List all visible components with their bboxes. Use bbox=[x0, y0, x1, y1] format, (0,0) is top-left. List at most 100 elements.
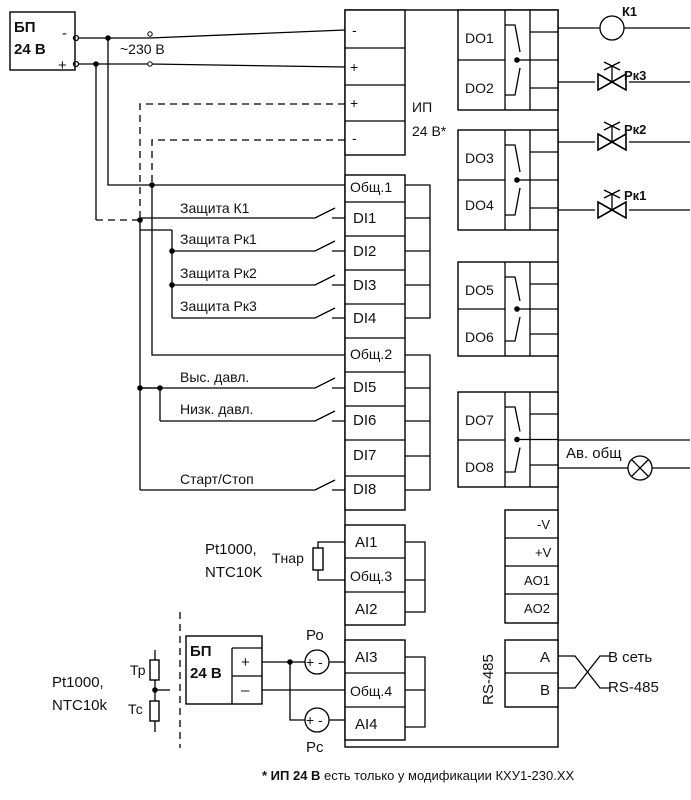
di-signal-labels: Защита К1 Защита Рк1 Защита Рк2 Защита Р… bbox=[180, 200, 257, 487]
load-k1-label: К1 bbox=[622, 4, 637, 19]
relay-out-lines bbox=[530, 31, 558, 89]
di-term-di4: DI4 bbox=[353, 310, 376, 327]
psu-top-label-1: БП bbox=[14, 19, 36, 36]
di-label-4: Защита Рк3 bbox=[180, 298, 257, 314]
sensor2-tc: Тс bbox=[128, 701, 143, 717]
di-label-5: Выс. давл. bbox=[180, 369, 249, 385]
di-switch-4 bbox=[172, 307, 345, 319]
valve-rk3-icon bbox=[597, 72, 627, 92]
di-label-6: Низк. давл. bbox=[180, 401, 253, 417]
di-bracket-2 bbox=[405, 354, 431, 491]
relay-common-dot bbox=[514, 436, 520, 443]
di-switch-3 bbox=[172, 274, 345, 286]
valve-rk1-actuator bbox=[603, 189, 621, 210]
di-term-di6: DI6 bbox=[353, 412, 376, 429]
junction-dot bbox=[169, 248, 175, 254]
ip-label-1: ИП bbox=[412, 99, 432, 115]
sensor2-line1: Pt1000, bbox=[52, 674, 104, 691]
di-label-1: Защита К1 bbox=[180, 200, 250, 216]
di-term-di1: DI1 bbox=[353, 210, 376, 227]
rs485-label: RS-485 bbox=[480, 654, 497, 705]
di-term-obsh2: Общ.2 bbox=[350, 346, 392, 362]
di-term-di3: DI3 bbox=[353, 277, 376, 294]
sensor2-tp: Тр bbox=[130, 662, 146, 678]
di-term-di7: DI7 bbox=[353, 447, 376, 464]
mains-label: ~230 В bbox=[120, 41, 165, 57]
pwr-term-3: + bbox=[350, 95, 358, 111]
di-switch-7 bbox=[140, 479, 345, 491]
rs-term-b: B bbox=[540, 682, 550, 699]
psu-bottom-minus: – bbox=[241, 682, 250, 699]
do-term-do2: DO2 bbox=[465, 80, 494, 96]
di-switch-5 bbox=[140, 377, 345, 389]
svg-text:+: + bbox=[306, 712, 314, 728]
do-term-do3: DO3 bbox=[465, 150, 494, 166]
junction-dot bbox=[169, 282, 175, 288]
relay-common-dot bbox=[514, 177, 520, 183]
ai-term-ai1: AI1 bbox=[355, 534, 378, 551]
do-term-do4: DO4 bbox=[465, 197, 494, 213]
relay-out-lines bbox=[530, 151, 558, 209]
ai-term-ai2: AI2 bbox=[355, 601, 378, 618]
di-switch-1 bbox=[140, 207, 345, 219]
svg-text:-: - bbox=[318, 712, 323, 728]
pwr-term-1: - bbox=[352, 22, 357, 38]
do-term-do8: DO8 bbox=[465, 459, 494, 475]
valve-rk1-icon bbox=[597, 200, 627, 220]
sensor1-line2: NTC10K bbox=[205, 564, 263, 581]
di-term-di2: DI2 bbox=[353, 243, 376, 260]
sensor2-line2: NTC10k bbox=[52, 697, 108, 714]
valve-rk2-icon bbox=[597, 132, 627, 152]
ao-term-ao2: AO2 bbox=[524, 601, 550, 616]
relay-out-lines bbox=[530, 283, 558, 335]
footnote: * ИП 24 В есть только у модификации КХУ1… bbox=[262, 768, 575, 783]
ai-terminal-block bbox=[344, 524, 406, 626]
relay-out-lines bbox=[530, 413, 558, 466]
do-term-do5: DO5 bbox=[465, 282, 494, 298]
di-label-7: Старт/Стоп bbox=[180, 471, 254, 487]
ai-term-ai4: AI4 bbox=[355, 716, 378, 733]
relay-common-dot bbox=[514, 57, 520, 63]
psu-top-label-2: 24 В bbox=[14, 41, 46, 58]
net-label-2: RS-485 bbox=[608, 679, 659, 696]
psu-bottom-label-2: 24 В bbox=[190, 665, 222, 682]
di-switch-6 bbox=[160, 410, 345, 422]
rs-term-a: A bbox=[540, 649, 550, 666]
do-term-do1: DO1 bbox=[465, 30, 494, 46]
do-term-do7: DO7 bbox=[465, 412, 494, 428]
ao-term-ao1: AO1 bbox=[524, 573, 550, 588]
di-term-di8: DI8 bbox=[353, 481, 376, 498]
pressure-pc: Рс bbox=[306, 739, 324, 756]
footnote-rest: есть только у модификации КХУ1-230.XX bbox=[320, 768, 574, 783]
net-label-1: В сеть bbox=[608, 649, 652, 666]
di-common-bus-3 bbox=[140, 387, 161, 421]
di-term-obsh1: Общ.1 bbox=[350, 179, 392, 195]
junction-dot bbox=[157, 385, 163, 391]
di-switch-2 bbox=[172, 240, 345, 252]
pwr-term-2: + bbox=[350, 59, 358, 75]
load-rk2-label: Рк2 bbox=[624, 122, 646, 137]
di-bracket-1 bbox=[405, 184, 431, 319]
footnote-bold: * ИП 24 В bbox=[262, 768, 320, 783]
relay-common-dot bbox=[514, 306, 520, 312]
valve-rk3-actuator bbox=[603, 61, 621, 82]
do-term-do6: DO6 bbox=[465, 329, 494, 345]
valve-rk2-actuator bbox=[603, 121, 621, 142]
power-terminal-block bbox=[344, 9, 406, 156]
psu-top-plus: + bbox=[58, 57, 67, 74]
ai-terminal-block-2 bbox=[344, 639, 406, 741]
ip-label-2: 24 В* bbox=[412, 123, 447, 139]
sensor1-line1: Pt1000, bbox=[205, 541, 257, 558]
load-rk3-label: Рк3 bbox=[624, 68, 646, 83]
di-term-labels: Общ.1 DI1 DI2 DI3 DI4 Общ.2 DI5 DI6 DI7 … bbox=[350, 179, 392, 498]
sensor1-name: Тнар bbox=[272, 550, 304, 566]
ai-term-obsh4: Общ.4 bbox=[350, 683, 392, 699]
pwr-term-4: - bbox=[352, 130, 357, 146]
ai-term-obsh3: Общ.3 bbox=[350, 568, 392, 584]
psu-bottom-plus: + bbox=[241, 654, 250, 671]
pressure-po: Ро bbox=[306, 627, 324, 644]
psu-bottom bbox=[185, 635, 263, 705]
load-k1: К1 bbox=[558, 4, 690, 41]
di-term-di5: DI5 bbox=[353, 379, 376, 396]
